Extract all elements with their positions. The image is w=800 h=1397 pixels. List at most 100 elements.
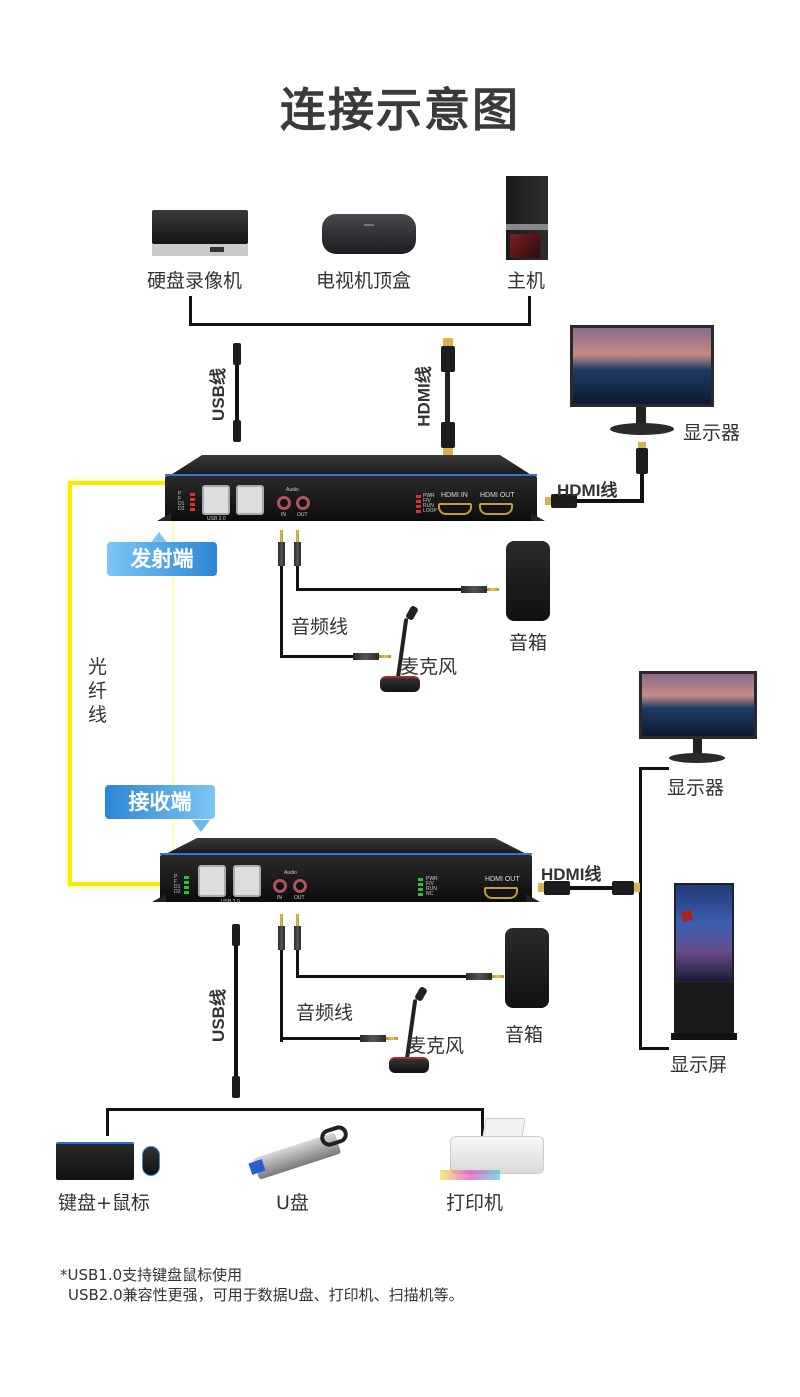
rx-led-label-f: F [174,879,178,885]
hdmi-out-port-icon [479,503,513,515]
peripheral-label-usb-drive: U盘 [276,1192,309,1214]
led-icon [190,493,195,496]
speaker-tx-icon [506,541,550,621]
tx-led-label-fv: F/V [423,498,431,504]
monitor-rx-icon [639,671,757,765]
badge-pointer-tx [150,532,168,544]
tx-led-label-p: P [178,491,182,497]
led-icon [418,893,423,896]
hdmi-cable-tx-out [545,442,648,512]
speaker-tx-label: 音箱 [509,632,548,654]
keyboard-mouse-icon [56,1140,166,1182]
audio-in-jack-icon [273,879,287,893]
display-bracket-bottom [639,1047,669,1050]
usb-port-icon [198,865,226,897]
rx-led-label-p: P [174,874,178,880]
kiosk-display-icon [671,883,737,1041]
microphone-rx-icon [385,985,435,1077]
rx-audio-out-label: OUT [294,895,305,901]
led-icon [418,878,423,881]
printer-icon [440,1118,546,1184]
led-icon [416,505,421,508]
rx-usb-label: USB 2.0 [221,899,240,905]
led-icon [418,883,423,886]
source-bracket-right [528,296,531,326]
fiber-label-1: 光 [88,656,108,678]
source-label-stb: 电视机顶盒 [316,270,412,292]
usb-cable-rx [231,916,241,1106]
speaker-rx-icon [505,928,549,1008]
led-icon [418,888,423,891]
hdmi-cable-tx-in [440,338,456,456]
usb-cable-tx [232,335,242,450]
tx-hdmi-in-label: HDMI IN [441,492,468,499]
rx-led-label-nc: NC [426,891,434,897]
peripheral-bracket-left [106,1108,109,1136]
audio-cable-rx [276,914,506,1044]
fiber-label-2: 纤 [88,680,108,702]
rx-led-label-d1: D1 [174,884,181,890]
tx-hdmi-out-label: HDMI OUT [480,492,515,499]
tx-led-label-loop: LOOP [423,508,437,514]
footnote-line-1: *USB1.0支持键盘鼠标使用 [60,1266,243,1284]
source-bracket-left [189,296,192,326]
source-label-pc: 主机 [507,270,546,292]
usb-port-icon [233,865,261,897]
microphone-tx-icon [376,604,426,696]
led-icon [184,881,189,884]
speaker-rx-label: 音箱 [505,1024,544,1046]
led-icon [184,891,189,894]
tx-led-label-pwr: PWR [423,493,435,499]
audio-cable-tx [275,530,505,660]
hdmi-cable-tx-out-label: HDMI线 [557,481,618,500]
rx-audio-in-label: IN [277,895,282,901]
desktop-pc-icon [506,176,548,260]
display-bracket-top [639,767,669,770]
tx-led-label-d2: D2 [178,506,185,512]
peripheral-label-keyboard-mouse: 键盘+鼠标 [58,1192,150,1214]
source-bracket-bottom [189,323,531,326]
monitor-rx-label: 显示器 [667,777,725,799]
rx-led-label-pwr: PWR [426,876,438,882]
led-icon [190,508,195,511]
receiver-badge: 接收端 [105,785,215,819]
fiber-label-3: 线 [88,704,108,726]
rx-hdmi-out-label: HDMI OUT [485,876,520,883]
tx-led-label-run: RUN [423,503,434,509]
tx-audio-out-label: OUT [297,512,308,518]
transmitter-device: P F D1 D2 USB 2.0 Audio IN OUT PWR F/V R… [155,455,547,527]
audio-cable-rx-label: 音频线 [296,1002,354,1024]
usb-cable-rx-label: USB线 [208,989,228,1042]
kiosk-display-label: 显示屏 [670,1054,728,1076]
usb-cable-tx-label: USB线 [208,368,228,421]
set-top-box-icon [322,214,416,254]
monitor-tx-icon [570,325,714,437]
rx-led-label-fv: F/V [426,881,434,887]
usb-drive-icon [248,1123,351,1180]
hdmi-in-port-icon [438,503,472,515]
transmitter-badge: 发射端 [107,542,217,576]
hdmi-cable-rx [538,880,640,896]
nvr-icon [152,210,248,258]
tx-led-label-d1: D1 [178,501,185,507]
hdmi-cable-tx-in-label: HDMI线 [414,366,434,427]
source-label-nvr: 硬盘录像机 [147,270,243,292]
led-icon [416,510,421,513]
led-icon [416,495,421,498]
tx-audio-label: Audio [286,487,299,493]
audio-cable-tx-label: 音频线 [291,616,349,638]
led-icon [416,500,421,503]
peripheral-bracket-top [106,1108,484,1111]
led-icon [190,503,195,506]
led-icon [184,886,189,889]
badge-pointer-rx [192,820,210,832]
hdmi-cable-rx-label: HDMI线 [541,865,602,884]
fiber-optic-cable [68,481,172,886]
rx-led-label-d2: D2 [174,889,181,895]
usb-port-icon [236,485,264,515]
rx-led-label-run: RUN [426,886,437,892]
page-title: 连接示意图 [280,83,520,137]
tx-usb-label: USB 2.0 [207,516,226,522]
hdmi-out-port-icon [484,887,518,899]
monitor-tx-label: 显示器 [683,422,741,444]
